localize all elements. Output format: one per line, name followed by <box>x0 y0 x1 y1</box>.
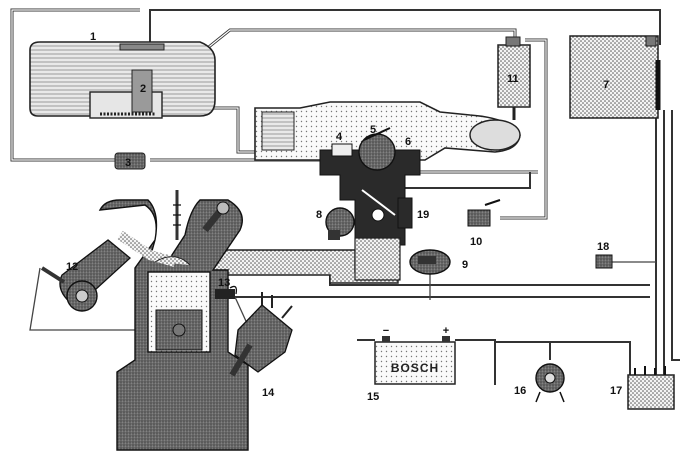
callout-6: 6 <box>405 136 411 148</box>
callout-9: 9 <box>462 259 468 271</box>
mixture-control-unit <box>319 127 421 246</box>
battery-plus-terminal-label: + <box>443 325 449 337</box>
auxiliary-air-valve <box>467 199 501 227</box>
cold-start-valve <box>325 207 355 240</box>
callout-11: 11 <box>507 73 519 85</box>
callout-18: 18 <box>597 241 609 253</box>
relay <box>595 254 613 269</box>
callout-3: 3 <box>125 157 131 169</box>
battery-minus-terminal-label: − <box>383 325 389 337</box>
thermo-time-switch <box>40 266 98 312</box>
callout-17: 17 <box>610 385 622 397</box>
control-relay <box>627 366 675 410</box>
ignition-distributor <box>229 292 293 377</box>
callout-14: 14 <box>262 387 275 399</box>
callout-12: 12 <box>66 261 78 273</box>
callout-13: 13 <box>218 277 230 289</box>
callout-5: 5 <box>370 124 376 136</box>
fuel-accumulator <box>497 36 531 120</box>
electronic-control-unit <box>569 35 661 119</box>
intake-manifold <box>189 237 401 291</box>
battery-brand-label: BOSCH <box>391 361 439 375</box>
callout-15: 15 <box>367 391 379 403</box>
callout-7: 7 <box>603 79 609 91</box>
engine-block <box>59 190 249 451</box>
callout-19: 19 <box>417 209 429 221</box>
air-flow-sensor-duct <box>254 101 521 161</box>
callout-10: 10 <box>470 236 482 248</box>
callout-16: 16 <box>514 385 526 397</box>
throttle-valve-switch <box>409 249 451 275</box>
battery: BOSCH − + <box>374 325 456 385</box>
callout-2: 2 <box>140 83 146 95</box>
electric-fuel-pump <box>89 69 163 119</box>
callout-1: 1 <box>90 31 96 43</box>
fuel-filter <box>114 152 146 170</box>
fuel-tank <box>29 41 216 117</box>
callout-8: 8 <box>316 209 322 221</box>
temperature-sensor <box>215 285 238 299</box>
warm-up-regulator <box>397 197 413 229</box>
callout-labels: 1 2 3 4 5 6 7 8 9 10 11 12 13 14 15 16 1… <box>66 31 622 403</box>
callout-4: 4 <box>336 131 343 143</box>
ignition-start-switch <box>535 363 565 403</box>
